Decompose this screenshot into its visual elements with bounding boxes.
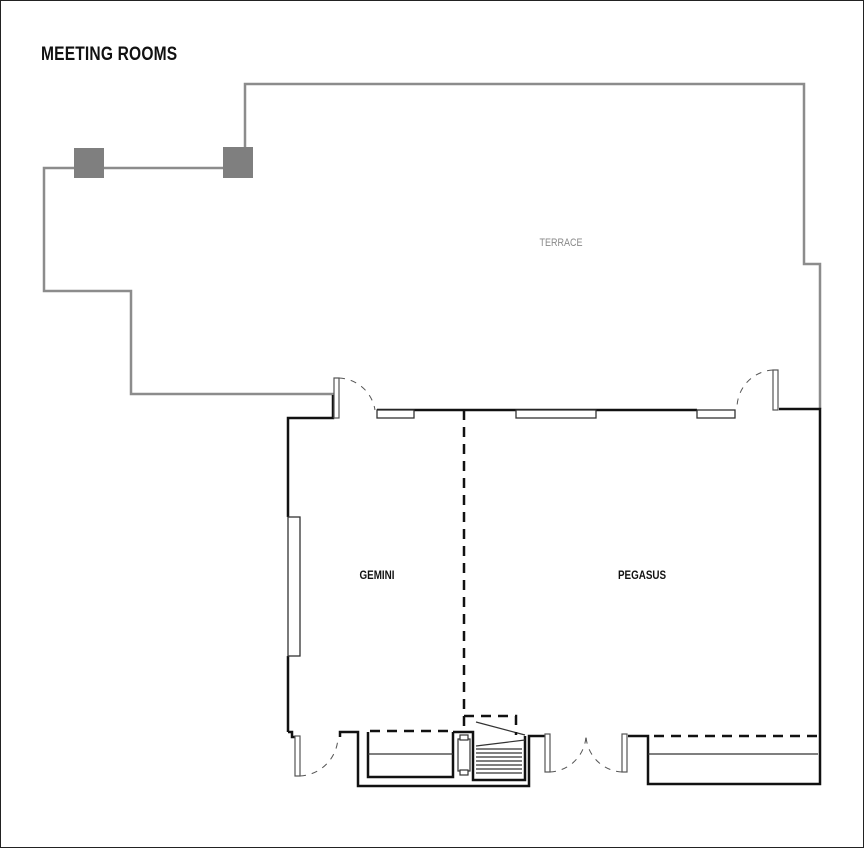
column (74, 148, 104, 178)
windows (287, 409, 736, 657)
door-swings (299, 369, 774, 777)
door-leaves (294, 369, 779, 777)
inner-lines (368, 721, 818, 774)
column (223, 147, 253, 178)
room-label-gemini: GEMINI (359, 568, 395, 582)
terrace-outline (42, 82, 822, 409)
room-label-terrace: TERRACE (539, 237, 583, 249)
building-walls (286, 395, 822, 788)
room-label-pegasus: PEGASUS (617, 568, 667, 582)
elevator-symbol (457, 734, 471, 776)
movable-partitions (370, 410, 818, 738)
page-title: MEETING ROOMS (41, 44, 178, 65)
